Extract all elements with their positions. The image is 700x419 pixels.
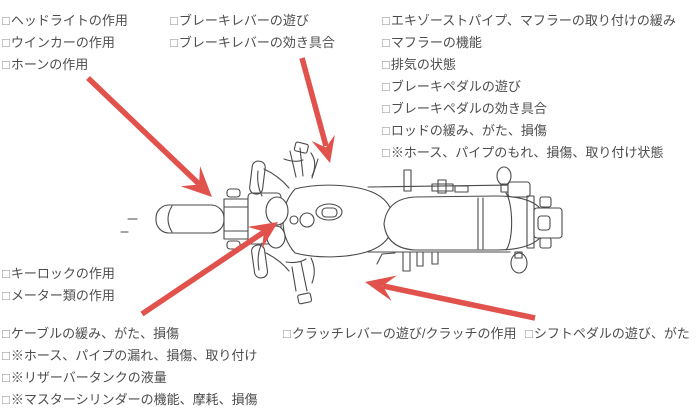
checklist-item-text: ブレーキレバーの遊び — [178, 13, 309, 28]
checkbox-icon: □ — [2, 288, 10, 303]
checklist-item-text: ※ホース、パイプのもれ、損傷、取り付け状態 — [390, 145, 664, 160]
checkbox-icon: □ — [2, 392, 10, 407]
footpegs-bottom — [376, 251, 528, 274]
label-group-brake-lever: □ブレーキレバーの遊び □ブレーキレバーの効き具合 — [170, 10, 335, 54]
checklist-item: □ブレーキレバーの遊び — [170, 10, 335, 32]
rear-fender — [526, 195, 563, 249]
checkbox-icon: □ — [382, 57, 390, 72]
checklist-item-text: クラッチレバーの遊び/クラッチの作用 — [291, 326, 517, 341]
checklist-item-text: ブレーキペダルの効き具合 — [390, 101, 547, 116]
checklist-item: □※マスターシリンダーの機能、摩耗、損傷 — [2, 389, 258, 411]
checklist-item-text: 排気の状態 — [390, 57, 456, 72]
checklist-item: □マフラーの機能 — [382, 32, 676, 54]
checklist-item-text: マフラーの機能 — [390, 35, 482, 50]
mirror-cables-top — [283, 141, 319, 179]
label-group-key-meters: □キーロックの作用 □メーター類の作用 — [2, 263, 115, 307]
label-group-front-lights: □ヘッドライトの作用 □ウインカーの作用 □ホーンの作用 — [2, 10, 128, 76]
checklist-item-text: エキゾーストパイプ、マフラーの取り付けの緩み — [390, 13, 676, 28]
checkbox-icon: □ — [2, 266, 10, 281]
footpegs-top — [403, 166, 531, 198]
checkbox-icon: □ — [170, 13, 178, 28]
checklist-item: □ロッドの緩み、がた、損傷 — [382, 120, 676, 142]
checklist-item: □ブレーキレバーの効き具合 — [170, 32, 335, 54]
mirror-cables-bottom — [285, 257, 315, 305]
checkbox-icon: □ — [2, 326, 10, 341]
label-group-exhaust-rear-brake: □エキゾーストパイプ、マフラーの取り付けの緩み □マフラーの機能 □排気の状態 … — [382, 10, 676, 164]
checklist-item-text: シフトペダルの遊び、がた — [533, 326, 690, 341]
frame-rails — [367, 183, 511, 253]
seat — [383, 192, 547, 251]
front-fork — [223, 188, 249, 250]
checkbox-icon: □ — [382, 13, 390, 28]
checkbox-icon: □ — [2, 57, 10, 72]
checklist-item-text: ブレーキペダルの遊び — [390, 79, 521, 94]
checkbox-icon: □ — [382, 145, 390, 160]
checklist-item: □ウインカーの作用 — [2, 32, 128, 54]
checklist-item: □メーター類の作用 — [2, 285, 115, 307]
checkbox-icon: □ — [170, 35, 178, 50]
checkbox-icon: □ — [283, 326, 291, 341]
checklist-item-text: ホーンの作用 — [10, 57, 89, 72]
checklist-item-text: ※リザーバータンクの液量 — [10, 370, 167, 385]
checklist-item: □ホーンの作用 — [2, 54, 128, 76]
checklist-item: □ヘッドライトの作用 — [2, 10, 128, 32]
checkbox-icon: □ — [382, 79, 390, 94]
checklist-item-text: ケーブルの緩み、がた、損傷 — [10, 326, 180, 341]
checkbox-icon: □ — [525, 326, 533, 341]
checklist-item: □※ホース、パイプのもれ、損傷、取り付け状態 — [382, 142, 676, 164]
checklist-item: □ブレーキペダルの効き具合 — [382, 98, 676, 120]
instrument-cluster — [247, 192, 315, 249]
checklist-item: □ケーブルの緩み、がた、損傷 — [2, 323, 258, 345]
checklist-item-text: ウインカーの作用 — [10, 35, 115, 50]
pointer-arrows — [86, 57, 536, 321]
handlebar — [249, 160, 290, 279]
checklist-item: □※ホース、パイプの漏れ、損傷、取り付け — [2, 345, 258, 367]
checklist-item-text: ロッドの緩み、がた、損傷 — [390, 123, 547, 138]
fuel-tank — [282, 184, 394, 258]
checkbox-icon: □ — [2, 370, 10, 385]
checklist-item-text: ヘッドライトの作用 — [10, 13, 128, 28]
checkbox-icon: □ — [382, 35, 390, 50]
arrow-master-cylinder — [140, 222, 278, 317]
checkbox-icon: □ — [382, 101, 390, 116]
checkbox-icon: □ — [2, 348, 10, 363]
checklist-item-text: キーロックの作用 — [10, 266, 115, 281]
checklist-item-text: メーター類の作用 — [10, 288, 115, 303]
label-group-clutch: □クラッチレバーの遊び/クラッチの作用 — [283, 323, 516, 345]
checklist-item: □ブレーキペダルの遊び — [382, 76, 676, 98]
arrow-shift-pedal — [365, 275, 536, 321]
checkbox-icon: □ — [382, 123, 390, 138]
checkbox-icon: □ — [2, 35, 10, 50]
label-group-cables-master-cylinder: □ケーブルの緩み、がた、損傷 □※ホース、パイプの漏れ、損傷、取り付け □※リザ… — [2, 323, 258, 411]
checkbox-icon: □ — [2, 13, 10, 28]
checklist-item: □クラッチレバーの遊び/クラッチの作用 — [283, 323, 516, 345]
checklist-item: □シフトペダルの遊び、がた — [525, 323, 690, 345]
checklist-item-text: ブレーキレバーの効き具合 — [178, 35, 335, 50]
checklist-item-text: ※マスターシリンダーの機能、摩耗、損傷 — [10, 392, 258, 407]
motorcycle-top-view — [120, 141, 563, 305]
label-group-shift-pedal: □シフトペダルの遊び、がた — [525, 323, 690, 345]
checklist-item: □エキゾーストパイプ、マフラーの取り付けの緩み — [382, 10, 676, 32]
arrow-brake-lever — [299, 57, 335, 163]
front-fender — [120, 204, 225, 234]
checklist-item: □キーロックの作用 — [2, 263, 115, 285]
checklist-item: □※リザーバータンクの液量 — [2, 367, 258, 389]
arrow-headlight — [86, 76, 212, 197]
checklist-item: □排気の状態 — [382, 54, 676, 76]
checklist-item-text: ※ホース、パイプの漏れ、損傷、取り付け — [10, 348, 258, 363]
